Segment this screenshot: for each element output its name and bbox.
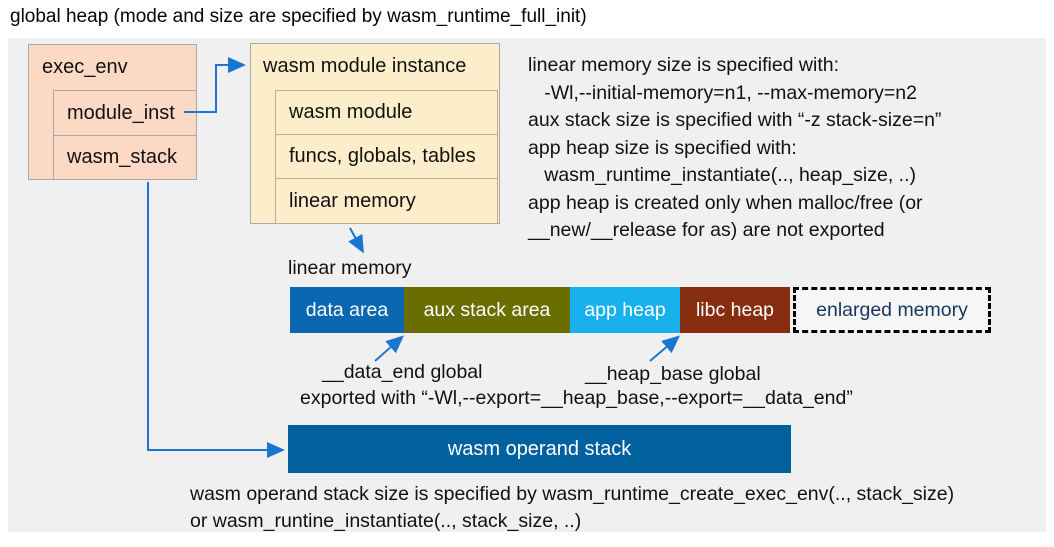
exported-with-label: exported with “-Wl,--export=__heap_base,… <box>300 387 853 409</box>
wasm-operand-stack-bar: wasm operand stack <box>288 425 791 473</box>
wasm-module-instance-header: wasm module instance <box>263 55 467 77</box>
note-line: wasm operand stack size is specified by … <box>190 483 955 505</box>
diagram-title: global heap (mode and size are specified… <box>10 6 587 27</box>
exec-env-header: exec_env <box>42 56 128 78</box>
notes-operand-stack-size: wasm operand stack size is specified by … <box>190 481 954 534</box>
module-instance-row-linear-memory: linear memory <box>275 178 498 224</box>
linear-memory-label: linear memory <box>288 257 412 279</box>
heap-base-global-label: __heap_base global <box>585 363 761 385</box>
note-line: __new/__release for as) are not exported <box>528 219 885 241</box>
segment-app-heap: app heap <box>570 287 680 333</box>
module-instance-row-funcs-globals-tables: funcs, globals, tables <box>275 134 498 179</box>
segment-enlarged-memory: enlarged memory <box>793 287 991 333</box>
module-instance-row-wasm-module: wasm module <box>275 90 498 135</box>
note-line: -Wl,--initial-memory=n1, --max-memory=n2 <box>528 81 917 104</box>
segment-libc-heap: libc heap <box>680 287 790 333</box>
notes-linear-memory-sizes: linear memory size is specified with: -W… <box>528 52 941 245</box>
segment-data-area: data area <box>290 287 404 333</box>
note-line: or wasm_runtine_instantiate(.., stack_si… <box>190 509 582 532</box>
exec-env-row-wasm-stack: wasm_stack <box>53 135 197 180</box>
segment-aux-stack-area: aux stack area <box>404 287 570 333</box>
data-end-global-label: __data_end global <box>322 361 483 383</box>
note-line: aux stack size is specified with “-z sta… <box>528 109 942 131</box>
note-line: app heap size is specified with: <box>528 136 797 159</box>
note-line: linear memory size is specified with: <box>528 54 840 76</box>
note-line: wasm_runtime_instantiate(.., heap_size, … <box>528 164 917 186</box>
exec-env-row-module-inst: module_inst <box>53 90 197 136</box>
note-line: app heap is created only when malloc/fre… <box>528 191 923 214</box>
